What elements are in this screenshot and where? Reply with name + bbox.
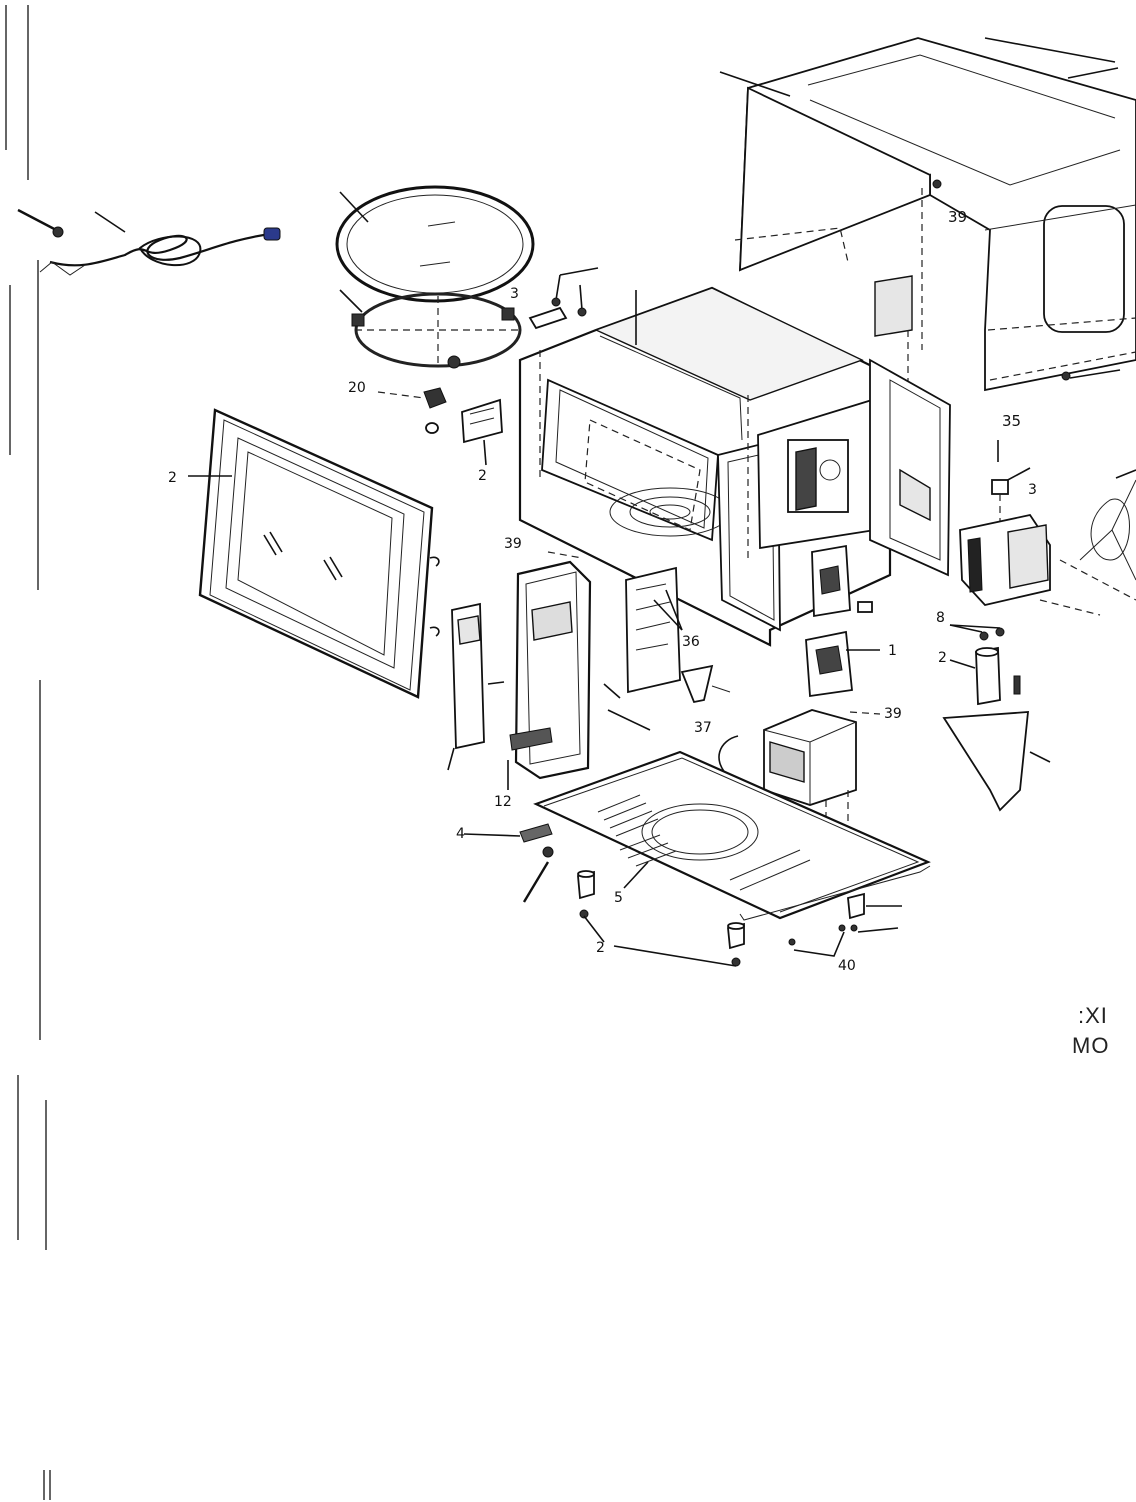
label-screw-pair: 8	[936, 610, 945, 626]
label-hinge: 4	[456, 826, 465, 842]
label-hv-screw: 39	[884, 706, 902, 722]
label-switch-assy: 1	[888, 643, 897, 659]
label-lamp: 2	[938, 650, 947, 666]
glass-tray	[337, 187, 533, 301]
label-waveguide-cover: 2	[478, 468, 487, 484]
label-door: 2	[168, 470, 177, 486]
control-panel: 12	[494, 562, 590, 810]
waveguide-cover: 2	[462, 400, 502, 484]
overlay-panel	[448, 604, 504, 770]
label-bracket-top: 3	[510, 286, 519, 302]
fan-motor-group: 35 3	[960, 412, 1136, 615]
coupler: 20	[348, 380, 446, 433]
label-base-screws: 40	[838, 958, 856, 974]
label-board-screws: 36	[682, 634, 700, 650]
label-cover-screw: 39	[948, 208, 967, 226]
label-frame-screw: 39	[504, 536, 522, 552]
thermostat: 37	[682, 666, 730, 736]
label-base-plate: 5	[614, 890, 623, 906]
lamp-group: 8 2	[936, 610, 1050, 810]
label-coupler: 20	[348, 380, 366, 396]
label-fan-mount: 35	[1002, 412, 1021, 430]
edge-text-line1: :XI	[1078, 1003, 1108, 1029]
label-thermostat: 37	[694, 720, 712, 736]
door-assembly: 2	[168, 410, 439, 697]
label-foot-screws: 2	[596, 940, 605, 956]
scan-edge-marks	[6, 5, 50, 1500]
label-control-panel: 12	[494, 794, 512, 810]
label-transformer-side: 3	[1028, 482, 1037, 498]
edge-text-line2: MO	[1072, 1033, 1109, 1059]
power-cord	[18, 210, 280, 275]
cover-screw: 39	[948, 208, 967, 226]
top-bracket: 3	[510, 268, 598, 328]
